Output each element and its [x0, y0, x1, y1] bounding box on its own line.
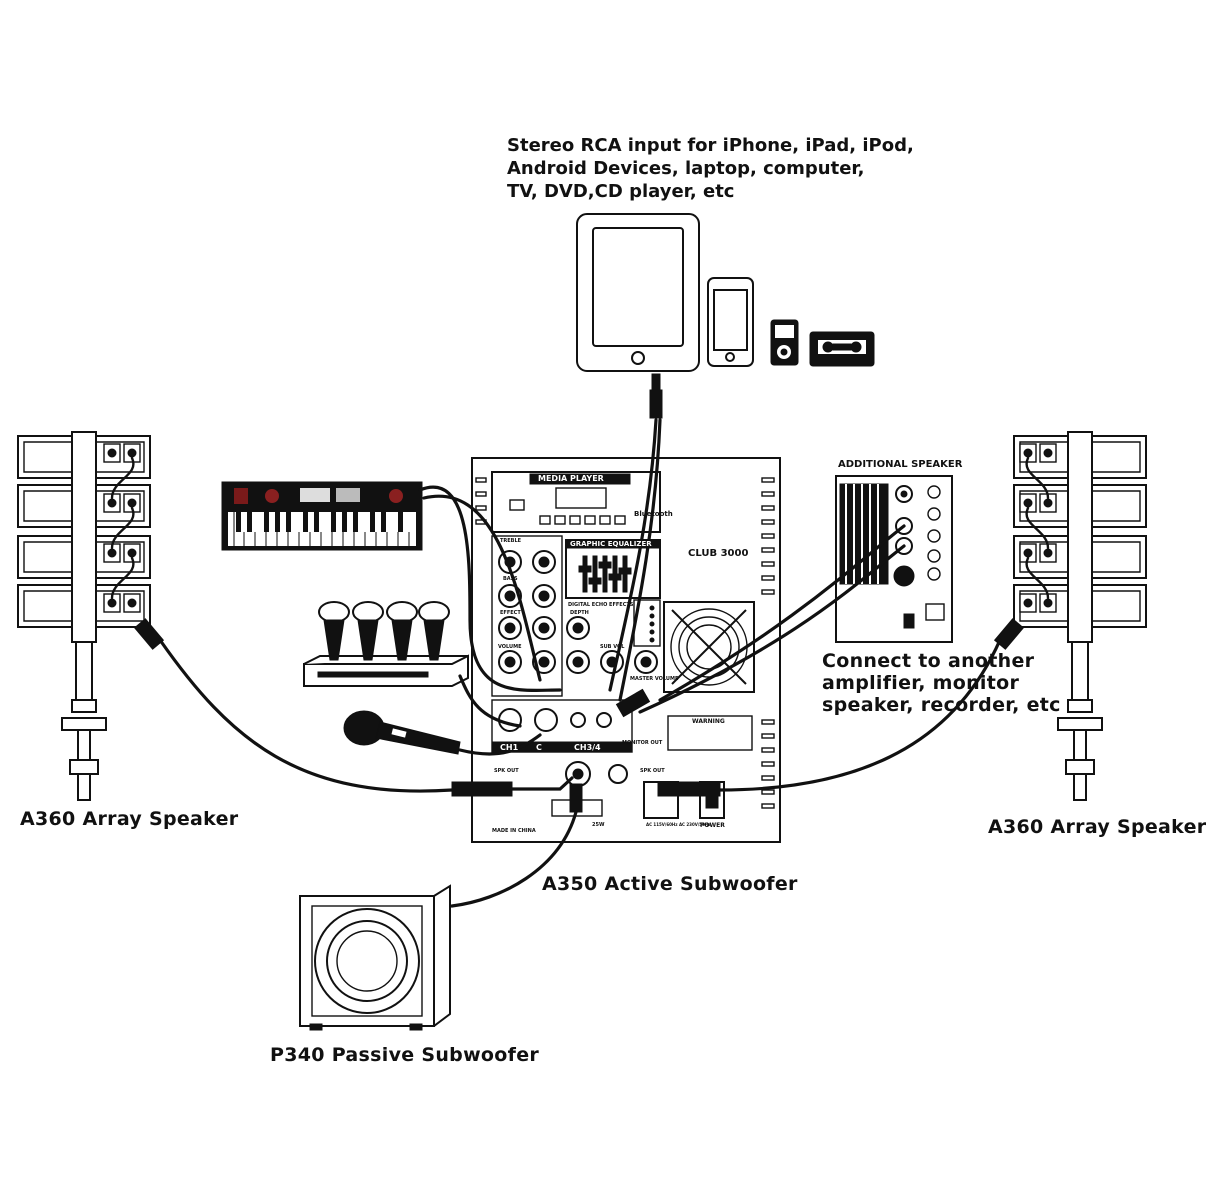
- rca-input-label: Stereo RCA input for iPhone, iPad, iPod,…: [507, 134, 914, 203]
- connect-another-label: Connect to another amplifier, monitor sp…: [822, 650, 1061, 716]
- power-label: POWER: [700, 822, 725, 829]
- ch1-label: CH1: [500, 743, 519, 752]
- connect-line-1: Connect to another: [822, 650, 1035, 672]
- made-in-china-label: MADE IN CHINA: [492, 828, 536, 834]
- connect-line-2: amplifier, monitor: [822, 672, 1020, 694]
- voltage-label: AC 115V/60Hz AC 230V/50Hz: [646, 822, 711, 827]
- active-subwoofer-label: A350 Active Subwoofer: [542, 873, 798, 895]
- depth-knob-label: DEPTH: [570, 610, 589, 616]
- passive-subwoofer-label: P340 Passive Subwoofer: [270, 1044, 540, 1066]
- cassette-icon: [809, 331, 875, 367]
- rca-input-line-3: TV, DVD,CD player, etc: [507, 181, 735, 202]
- treble-knob-label: TREBLE: [500, 538, 522, 544]
- passive-subwoofer: [299, 884, 451, 1031]
- spk-out-left-label: SPK OUT: [494, 768, 519, 774]
- left-array-speaker: [17, 431, 151, 801]
- smartphone-icon: [707, 277, 754, 367]
- digital-echo-label: DIGITAL ECHO EFFECTS: [568, 602, 634, 608]
- media-player-label: MEDIA PLAYER: [538, 474, 604, 483]
- left-array-speaker-label: A360 Array Speaker: [20, 808, 239, 830]
- wireless-mic-receiver-icon: [303, 601, 469, 687]
- sub-volume-label: SUB VOL: [600, 644, 625, 650]
- volume-knob-label: VOLUME: [498, 644, 522, 650]
- right-array-speaker-label: A360 Array Speaker: [988, 816, 1206, 838]
- cables: [133, 373, 1025, 908]
- graphic-eq-label: GRAPHIC EQUALIZER: [570, 540, 652, 548]
- bass-knob-label: BASS: [503, 576, 518, 582]
- active-subwoofer-panel: [471, 457, 781, 843]
- rca-input-line-1: Stereo RCA input for iPhone, iPad, iPod,: [507, 135, 914, 156]
- wired-microphone-icon: [343, 710, 461, 755]
- model-label: CLUB 3000: [688, 548, 749, 559]
- monitor-out-label: MONITOR OUT: [622, 740, 663, 746]
- right-array-speaker: [1013, 431, 1147, 801]
- effect-knob-label: EFFECT: [500, 610, 521, 616]
- additional-speaker-panel: [835, 475, 953, 643]
- bluetooth-label: Bluetooth: [634, 510, 673, 518]
- additional-speaker-label: ADDITIONAL SPEAKER: [838, 459, 963, 470]
- rating-label: 25W: [592, 822, 605, 828]
- tablet-icon: [576, 213, 700, 372]
- connect-line-3: speaker, recorder, etc: [822, 694, 1061, 716]
- warning-label: WARNING: [692, 718, 725, 725]
- spk-out-right-label: SPK OUT: [640, 768, 665, 774]
- ch34-label: CH3/4: [574, 743, 601, 752]
- keyboard-icon: [221, 481, 423, 551]
- c-label: C: [536, 743, 542, 752]
- master-volume-label: MASTER VOLUME: [630, 676, 679, 682]
- rca-input-line-2: Android Devices, laptop, computer,: [507, 158, 865, 179]
- ipod-icon: [770, 319, 799, 366]
